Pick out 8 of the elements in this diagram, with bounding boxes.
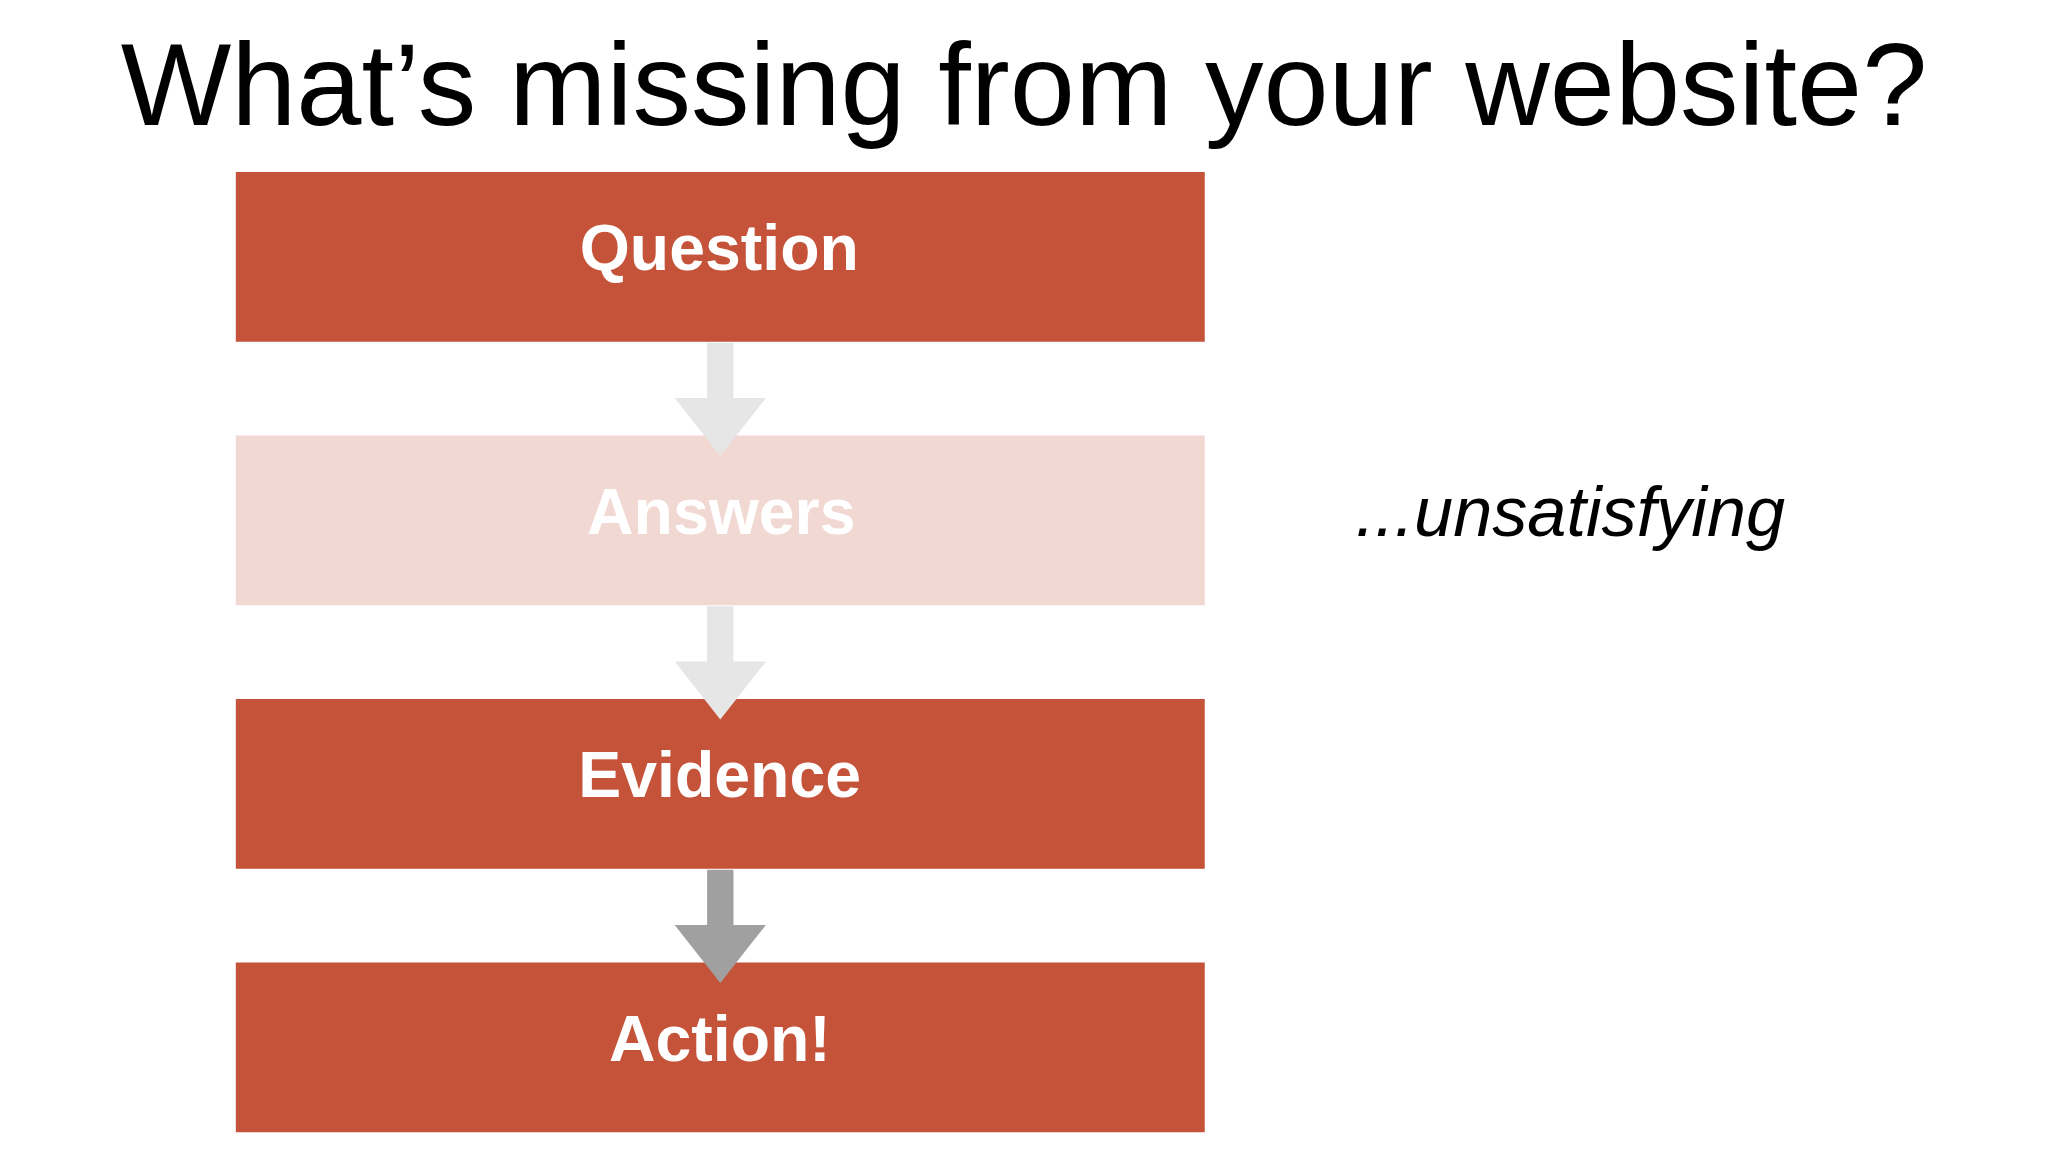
node-box: Evidence xyxy=(235,698,1205,869)
arrow xyxy=(674,869,766,983)
diagram-title: What’s missing from your website? xyxy=(120,19,1928,151)
node-label: ...unsatisfying xyxy=(1355,471,1786,551)
arrow xyxy=(674,342,766,456)
node-box: Question xyxy=(235,172,1205,342)
arrow xyxy=(674,606,766,720)
node-box: Action! xyxy=(235,962,1205,1133)
